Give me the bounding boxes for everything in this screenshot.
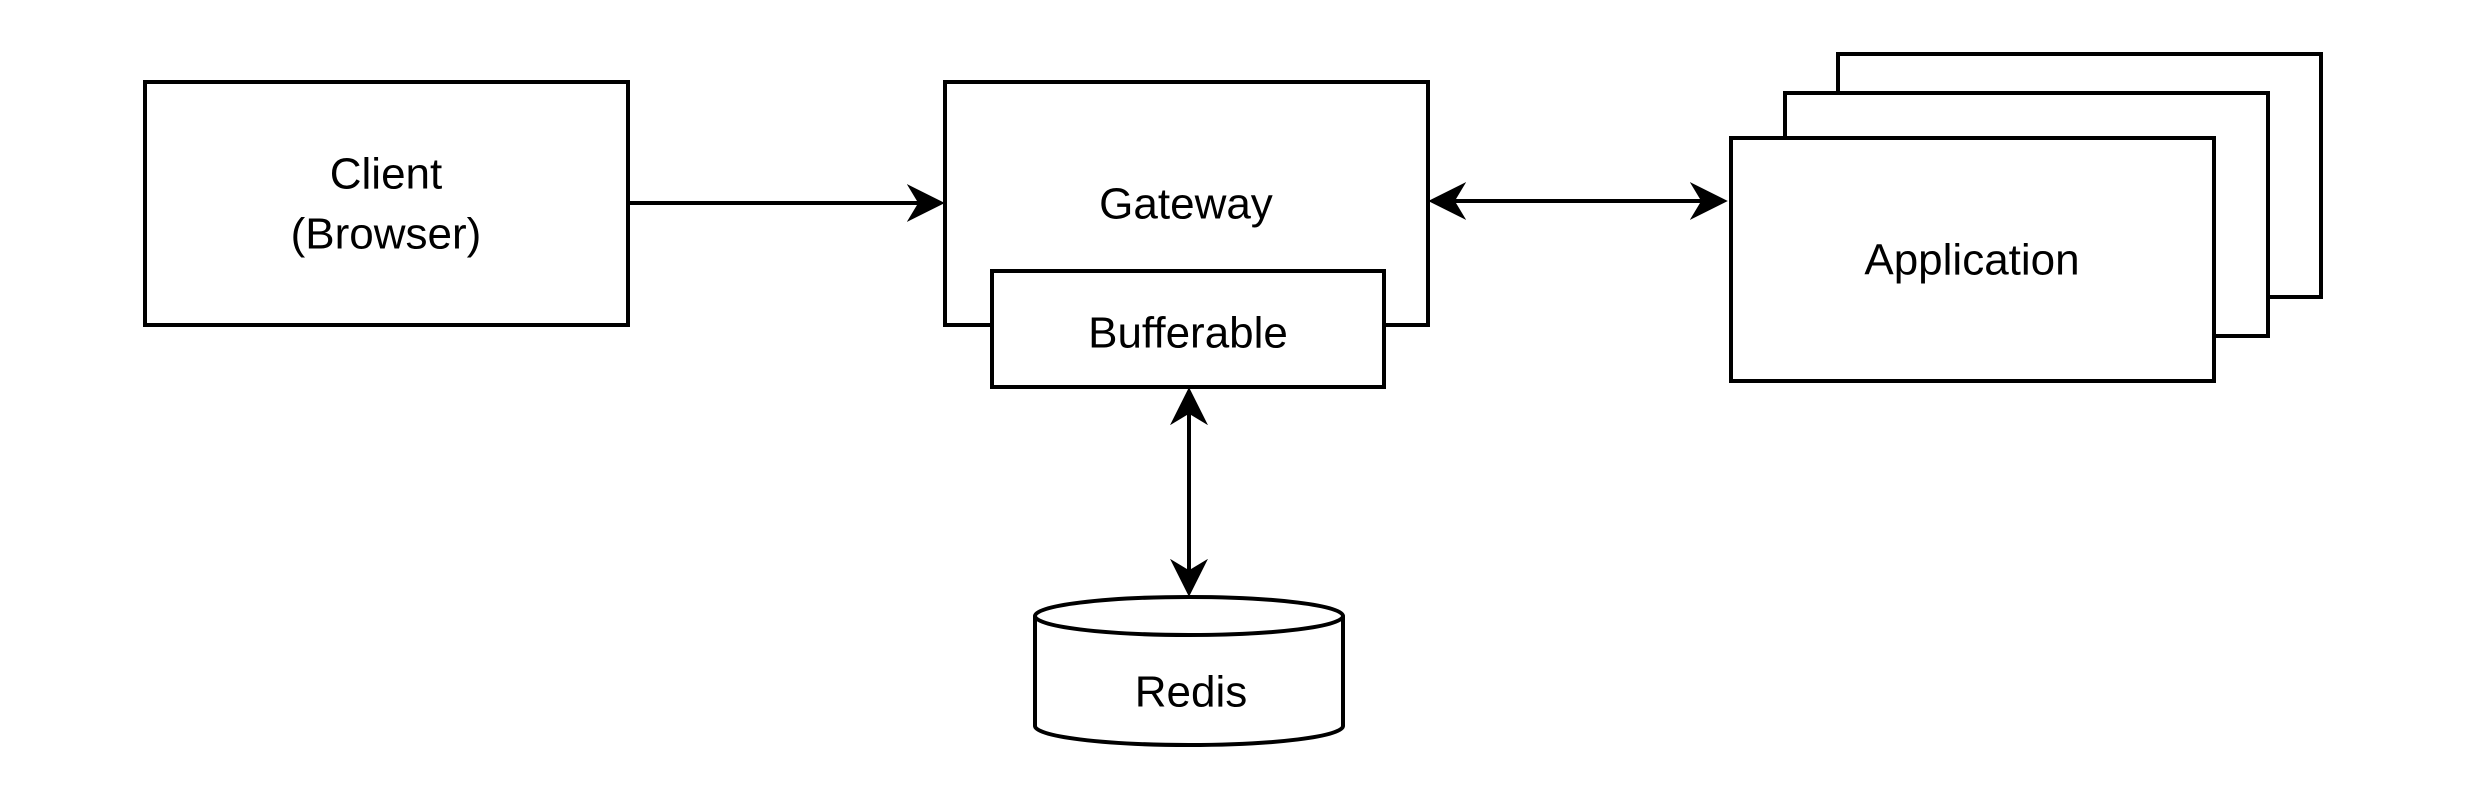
client-sublabel: (Browser) bbox=[291, 210, 482, 259]
application-stack-front bbox=[1729, 136, 2216, 383]
bufferable-label: Bufferable bbox=[1088, 309, 1288, 358]
gateway-label: Gateway bbox=[1099, 180, 1273, 229]
bufferable-node: Bufferable bbox=[990, 269, 1386, 389]
client-label: Client bbox=[330, 150, 443, 199]
redis-node: Redis bbox=[1033, 595, 1345, 747]
application-label: Application bbox=[1864, 236, 2079, 285]
application-node: Application bbox=[1729, 52, 2323, 383]
redis-label: Redis bbox=[1135, 668, 1248, 717]
client-node: Client (Browser) bbox=[143, 80, 630, 327]
